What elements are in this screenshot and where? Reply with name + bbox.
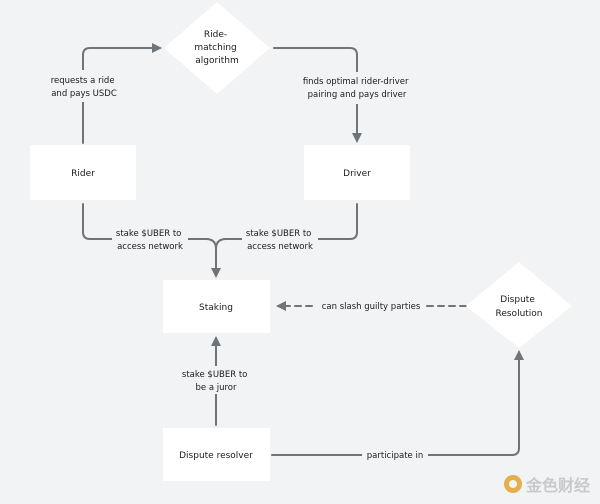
label-bg-juror xyxy=(178,366,254,394)
label-driver-stake: stake $UBER to access network xyxy=(246,229,314,252)
svg-text:Dispute Resolution: Dispute Resolution xyxy=(495,295,542,319)
label-juror: stake $UBER to be a juror xyxy=(182,370,250,393)
svg-text:Rider: Rider xyxy=(71,169,95,179)
svg-text:Dispute resolver: Dispute resolver xyxy=(179,451,253,461)
label-bg-participate xyxy=(362,448,428,462)
label-bg-rider xyxy=(46,70,122,102)
node-dispute-resolution: Dispute Resolution xyxy=(466,262,572,348)
node-driver: Driver xyxy=(304,145,410,200)
label-bg-driver-stake xyxy=(242,225,318,253)
label-participate: participate in xyxy=(367,451,423,461)
label-bg-rider-stake xyxy=(112,225,188,253)
edge-resolver-to-resolution xyxy=(271,350,524,456)
label-matching-to-driver: finds optimal rider-driver pairing and p… xyxy=(303,77,411,100)
edge-matching-to-driver xyxy=(273,47,362,143)
node-ride-matching: Ride- matching algorithm xyxy=(164,2,270,94)
svg-text:Staking: Staking xyxy=(199,303,233,313)
svg-text:Ride- matching alg: Ride- matching algorithm xyxy=(194,30,239,66)
edge-rider-to-matching xyxy=(82,43,162,144)
edge-driver-to-staking xyxy=(215,203,358,250)
label-rider-stake: stake $UBER to access network xyxy=(116,229,184,252)
watermark-logo-icon xyxy=(503,475,522,493)
label-bg-matching xyxy=(298,72,416,104)
label-bg-slash xyxy=(316,299,426,313)
svg-text:Driver: Driver xyxy=(343,169,371,179)
label-slash: can slash guilty parties xyxy=(322,302,421,312)
node-staking: Staking xyxy=(163,280,270,333)
node-rider: Rider xyxy=(30,145,136,200)
watermark-text: 金色财经 xyxy=(525,476,590,495)
node-dispute-resolver: Dispute resolver xyxy=(163,428,270,481)
label-rider-to-matching: requests a ride and pays USDC xyxy=(51,76,118,99)
watermark: 金色财经 xyxy=(503,472,590,496)
